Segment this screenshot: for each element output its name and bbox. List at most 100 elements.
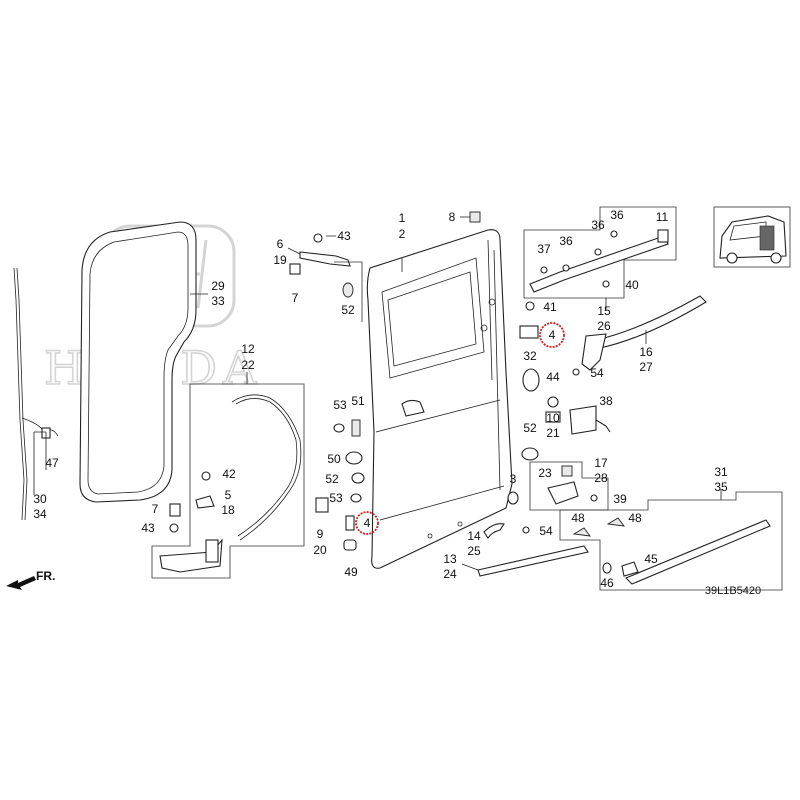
part-50: [345, 451, 363, 465]
callout-16[interactable]: 16: [639, 345, 653, 359]
lower-right-box[interactable]: [529, 461, 609, 511]
middle-parts-column[interactable]: [315, 419, 365, 551]
bolt-43-upper: [313, 233, 323, 243]
callout-27[interactable]: 27: [639, 360, 653, 374]
upper-rail: [529, 235, 669, 293]
part-23: [561, 465, 573, 477]
weatherstrip-inner: [87, 231, 189, 495]
callout-2[interactable]: 2: [399, 227, 406, 241]
callout-43-upper[interactable]: 43: [337, 229, 351, 243]
callout-14[interactable]: 14: [467, 529, 481, 543]
callout-20[interactable]: 20: [313, 543, 327, 557]
callout-44[interactable]: 44: [546, 370, 560, 384]
callout-34[interactable]: 34: [33, 507, 47, 521]
callout-36-b[interactable]: 36: [591, 218, 605, 232]
callout-33[interactable]: 33: [211, 294, 225, 308]
callout-31[interactable]: 31: [714, 465, 728, 479]
callout-1[interactable]: 1: [399, 211, 406, 225]
callout-17[interactable]: 17: [594, 456, 608, 470]
clip-36-c: [610, 230, 618, 238]
callout-48-b[interactable]: 48: [628, 511, 642, 525]
callout-21[interactable]: 21: [546, 426, 560, 440]
callout-35[interactable]: 35: [714, 480, 728, 494]
callout-3[interactable]: 3: [510, 472, 517, 486]
callout-54-upper[interactable]: 54: [590, 366, 604, 380]
callout-53-upper[interactable]: 53: [333, 398, 347, 412]
part-11: [657, 229, 669, 243]
vehicle-thumbnail[interactable]: [713, 206, 791, 268]
callout-19[interactable]: 19: [273, 253, 287, 267]
callout-6[interactable]: 6: [277, 237, 284, 251]
part-8-cap[interactable]: [469, 211, 481, 223]
upper-rail-box[interactable]: [523, 206, 677, 311]
door-hole: [457, 521, 463, 527]
callout-52-upper[interactable]: 52: [341, 303, 355, 317]
callout-11[interactable]: 11: [656, 210, 669, 224]
door-hole: [488, 298, 496, 306]
right-center-parts[interactable]: [521, 368, 611, 461]
callout-42[interactable]: 42: [222, 467, 236, 481]
callout-12[interactable]: 12: [241, 342, 255, 356]
callout-37[interactable]: 37: [537, 242, 551, 256]
callout-4-upper[interactable]: 4: [549, 328, 556, 342]
callout-30[interactable]: 30: [33, 492, 47, 506]
callout-38[interactable]: 38: [599, 394, 613, 408]
callout-4-lower[interactable]: 4: [364, 516, 371, 530]
door-handle[interactable]: [401, 399, 425, 417]
callout-7-upper[interactable]: 7: [292, 291, 299, 305]
bolt-54-lower[interactable]: [522, 526, 530, 534]
callout-26[interactable]: 26: [597, 319, 611, 333]
callout-25[interactable]: 25: [467, 544, 481, 558]
callout-7-lower[interactable]: 7: [152, 502, 159, 516]
callout-36-a[interactable]: 36: [559, 234, 573, 248]
callout-52-middle[interactable]: 52: [325, 472, 339, 486]
callout-18[interactable]: 18: [221, 503, 235, 517]
callout-9[interactable]: 9: [317, 527, 324, 541]
callout-23[interactable]: 23: [538, 466, 552, 480]
callout-50[interactable]: 50: [327, 452, 341, 466]
door-rear-rail: [487, 239, 501, 491]
part-4-upper: [519, 325, 539, 339]
callout-22[interactable]: 22: [241, 358, 255, 372]
callout-54-lower[interactable]: 54: [539, 524, 553, 538]
part-32-grommet: [522, 368, 540, 392]
callout-13[interactable]: 13: [443, 552, 457, 566]
callout-53-lower[interactable]: 53: [329, 491, 343, 505]
callout-49[interactable]: 49: [344, 565, 358, 579]
callout-48-a[interactable]: 48: [571, 511, 585, 525]
callout-8[interactable]: 8: [449, 210, 456, 224]
part-10-21-block: [545, 411, 561, 423]
callout-40[interactable]: 40: [625, 278, 639, 292]
thumbnail-frame: [713, 206, 791, 268]
sliding-door-panel[interactable]: [366, 229, 513, 569]
callout-39[interactable]: 39: [613, 492, 627, 506]
callout-24[interactable]: 24: [443, 567, 457, 581]
sill-box[interactable]: [559, 489, 783, 591]
part-9-20: [315, 497, 329, 513]
callout-46[interactable]: 46: [600, 576, 614, 590]
part-52-right: [521, 447, 539, 461]
part-17-28-bracket: [547, 481, 579, 505]
callout-51[interactable]: 51: [351, 394, 365, 408]
center-rail-group[interactable]: [519, 295, 707, 376]
callout-29[interactable]: 29: [211, 279, 225, 293]
callout-15[interactable]: 15: [597, 304, 611, 318]
lower-trim-group[interactable]: [461, 523, 589, 577]
callout-52-right[interactable]: 52: [523, 421, 537, 435]
part-7-upper: [289, 263, 301, 275]
callout-47[interactable]: 47: [45, 456, 59, 470]
callout-28[interactable]: 28: [594, 471, 608, 485]
callout-10[interactable]: 10: [546, 411, 560, 425]
weatherstrip-29-33[interactable]: [79, 221, 208, 503]
part-3-grommet[interactable]: [507, 491, 519, 505]
upper-bracket-group[interactable]: [287, 233, 363, 322]
callout-45[interactable]: 45: [644, 552, 658, 566]
callout-43-lower[interactable]: 43: [141, 521, 155, 535]
callout-36-c[interactable]: 36: [610, 208, 624, 222]
callout-41[interactable]: 41: [543, 300, 557, 314]
center-rail-16-27: [595, 295, 707, 349]
callout-5[interactable]: 5: [225, 488, 232, 502]
cable-box-group[interactable]: [151, 372, 305, 579]
callout-32[interactable]: 32: [523, 349, 537, 363]
